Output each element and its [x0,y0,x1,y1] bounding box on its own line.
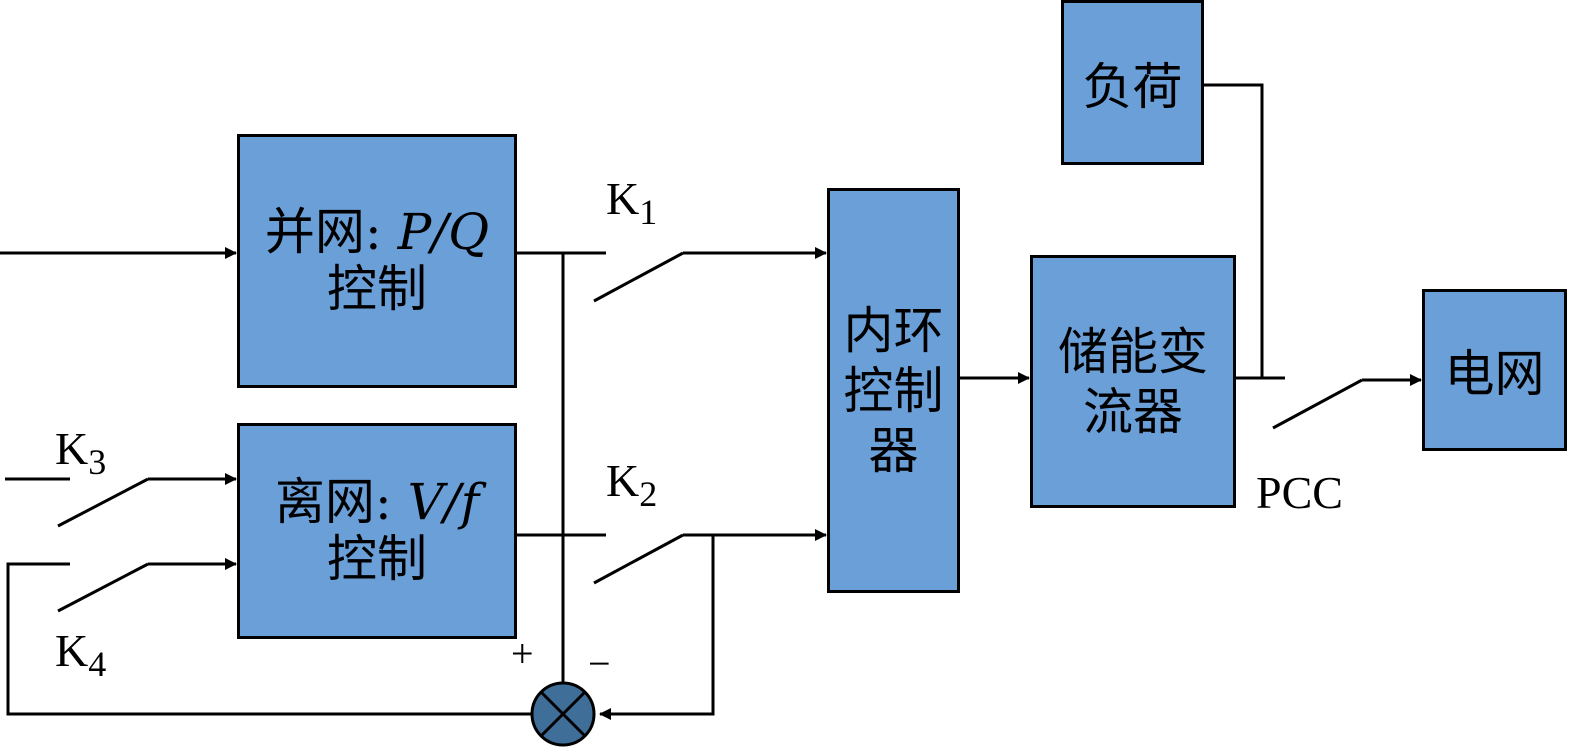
k2-switch-blade [593,533,684,585]
pcc-label: PCC [1256,467,1343,518]
k4-label-base: K [55,625,89,676]
k1-label-base: K [606,173,640,224]
converter-block-line2: 流器 [1083,382,1183,441]
k3-label-base: K [55,423,89,474]
k1-label-sub: 1 [639,192,658,233]
k1-label: K1 [606,172,657,233]
pq-block-line2: 控制 [327,260,427,318]
summer-minus-sign: − [588,641,611,686]
pq-block-line1: 并网: P/Q [264,202,490,262]
inner-block-line2: 控制 [843,361,944,420]
inner-loop-controller-block: 内环 控制 器 [827,188,960,593]
grid-block: 电网 [1422,289,1567,451]
pq-control-block: 并网: P/Q 控制 [237,134,517,388]
summer-to-k4-line [6,562,532,716]
k2-label-base: K [606,455,640,506]
k4-label-sub: 4 [88,644,107,685]
summer-plus-sign: + [511,631,534,676]
vf-block-var: V/f [407,472,480,531]
vf-block-line2: 控制 [327,530,427,588]
load-block: 负荷 [1061,0,1204,165]
converter-block-line1: 储能变 [1058,322,1208,381]
pq-block-prefix: 并网 [264,202,365,261]
vf-control-block: 离网: V/f 控制 [237,423,517,639]
k2-label-sub: 2 [639,474,658,515]
pcc-switch-blade [1272,378,1363,430]
k4-label: K4 [55,624,106,685]
inner-block-line1: 内环 [843,301,944,360]
vf-block-colon: : [374,472,392,531]
load-connection-line [1203,83,1264,378]
k2-feedback-line [599,535,715,720]
summing-junction [530,681,596,747]
k3-label: K3 [55,422,106,483]
k1-switch-blade [593,251,684,303]
vf-block-line1: 离网: V/f [274,472,480,532]
grid-block-label: 电网 [1444,345,1545,403]
pq-block-colon: : [364,202,382,261]
k2-label: K2 [606,454,657,515]
storage-converter-block: 储能变 流器 [1030,255,1236,508]
inner-block-line3: 器 [868,421,919,480]
vf-block-prefix: 离网 [274,472,375,531]
k3-label-sub: 3 [88,442,107,483]
load-block-label: 负荷 [1082,57,1183,116]
pq-block-var: P/Q [397,202,490,261]
k4-switch-blade [57,562,149,613]
k3-switch-blade [57,477,149,528]
